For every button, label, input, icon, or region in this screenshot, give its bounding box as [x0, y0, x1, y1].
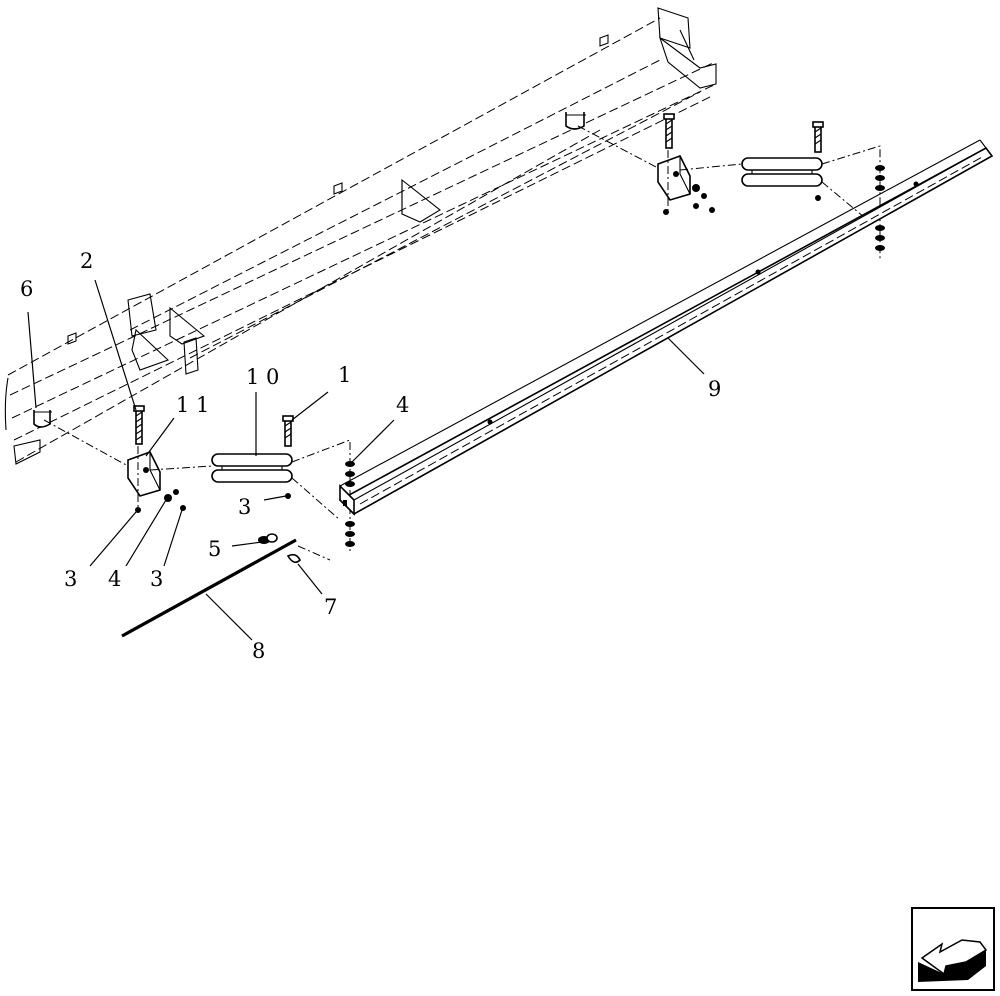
callout-5: 5: [208, 537, 221, 561]
link-plate-right: [741, 157, 823, 187]
callout-8: 8: [252, 639, 265, 663]
nuts-and-washers: [135, 165, 885, 547]
clamp-bracket-left: [127, 451, 161, 497]
callout-6: 6: [20, 277, 33, 301]
callout-4: 4: [396, 393, 409, 417]
main-tube: [338, 139, 994, 516]
previous-page-arrow-icon[interactable]: [911, 907, 995, 991]
callout-3: 3: [238, 495, 251, 519]
callout-7: 7: [324, 595, 337, 619]
callout-labels: 6 2 1 1 1 0 1 4 9 3 3 4 3 5 7 8: [20, 249, 721, 663]
callout-1: 1: [338, 363, 351, 387]
callout-4: 4: [108, 567, 121, 591]
callout-3: 3: [150, 567, 163, 591]
callout-10: 1 0: [246, 365, 279, 389]
callout-2: 2: [80, 249, 93, 273]
u-bolt-right: [565, 112, 586, 130]
callout-3: 3: [64, 567, 77, 591]
callout-9: 9: [708, 377, 721, 401]
u-bolt-left: [33, 410, 52, 428]
leader-lines: [27, 279, 705, 641]
phantom-beam: [4, 7, 717, 465]
clamp-bracket-right: [657, 155, 691, 201]
callout-11: 1 1: [176, 393, 209, 417]
link-plate-left: [211, 453, 293, 483]
bolts: [133, 113, 824, 447]
